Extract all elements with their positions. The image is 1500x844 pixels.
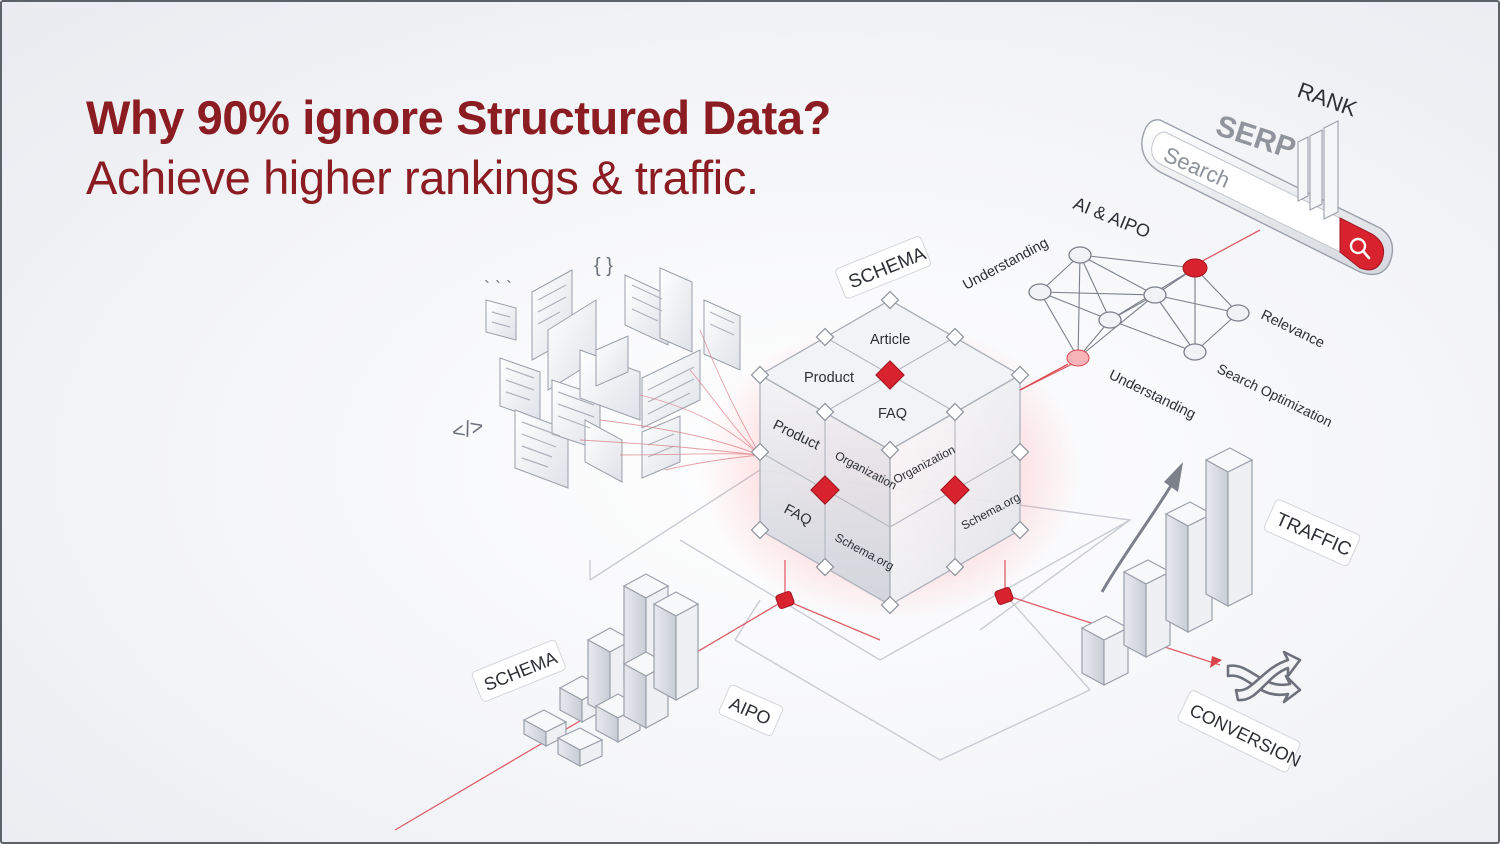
- code-tag-glyph: </>: [449, 413, 486, 445]
- network-label-relevance: Relevance: [1258, 307, 1327, 351]
- network-title: AI & AIPO: [1071, 193, 1154, 242]
- cube-label-product: Product: [804, 370, 854, 386]
- cube-label-article: Article: [870, 332, 910, 348]
- traffic-bars: [1080, 447, 1254, 687]
- arrowhead-icon: [1210, 656, 1222, 668]
- search-bar: Search SERP RANK: [1141, 77, 1394, 276]
- cube-red-nodes: [810, 360, 970, 505]
- document-cluster: { } </> ` ` `: [449, 255, 761, 489]
- headline-title: Why 90% ignore Structured Data?: [86, 91, 831, 144]
- schema-cube: Article Product FAQ Product Organization…: [750, 290, 1030, 615]
- backtick-glyph: ` ` `: [484, 278, 512, 298]
- braces-glyph: { }: [594, 255, 613, 277]
- growth-arrow: [1100, 483, 1174, 593]
- network-nodes: [1028, 246, 1250, 361]
- shuffle-icon: [1226, 650, 1302, 704]
- schema-tag-top: SCHEMA: [835, 236, 932, 299]
- headline-subtitle: Achieve higher rankings & traffic.: [86, 151, 759, 204]
- ground-red-nodes: [775, 587, 1014, 609]
- search-icon: [1349, 237, 1367, 255]
- search-button[interactable]: [1339, 217, 1385, 271]
- network-label-understanding-bottom: Understanding: [1106, 367, 1198, 423]
- headline: Why 90% ignore Structured Data? Achieve …: [86, 88, 831, 208]
- rank-label: RANK: [1294, 77, 1360, 122]
- traffic-tag: TRAFFIC: [1263, 499, 1361, 567]
- conversion-tag: CONVERSION: [1177, 690, 1304, 773]
- network-node-highlight: [1066, 349, 1090, 367]
- aipo-tag-bottom: AIPO: [718, 684, 784, 737]
- schema-tag-bottom: SCHEMA: [471, 639, 566, 702]
- rank-bars: [1297, 120, 1339, 220]
- network-label-search-optimization: Search Optimization: [1215, 360, 1335, 430]
- cube-joints: [750, 290, 1030, 615]
- cube-label-faq: FAQ: [878, 406, 907, 422]
- growth-arrow-icon: [1164, 462, 1183, 492]
- network-node-active: [1182, 258, 1208, 278]
- schema-bars: [522, 573, 700, 768]
